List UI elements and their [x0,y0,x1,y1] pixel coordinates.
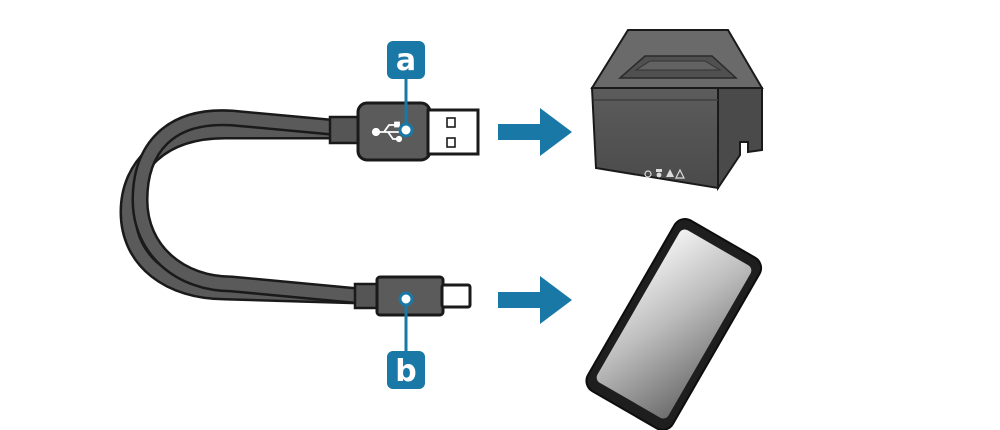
callout-a-label: a [396,43,416,78]
error-icon [666,169,674,177]
printer [590,29,764,192]
power-icon [644,170,652,178]
usb-a-connector [328,101,480,162]
phone-screen [596,229,752,419]
usb-icon [371,121,403,143]
network-icon [656,169,662,178]
usb-cable [119,109,369,305]
arrow-to-printer [498,108,572,156]
arrow-to-phone [498,276,572,324]
callout-b: b [387,291,425,389]
smartphone [585,218,763,430]
callout-a: a [387,41,425,138]
callout-b-label: b [395,354,416,389]
